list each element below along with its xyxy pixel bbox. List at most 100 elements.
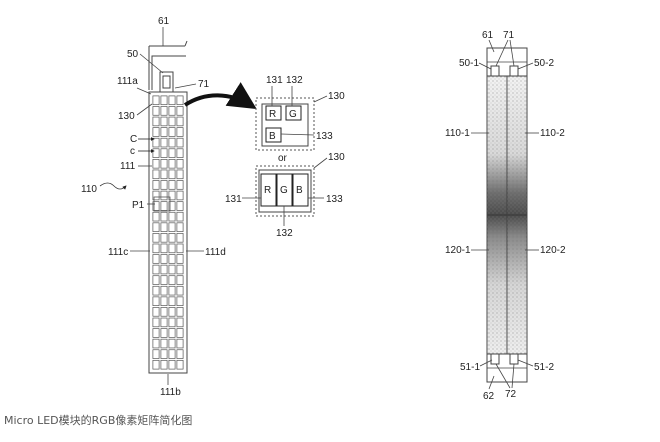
pixel-cell-top — [261, 103, 309, 147]
pixel-cell — [152, 116, 160, 127]
pixel-cell — [160, 243, 168, 254]
label-61-right: 61 — [482, 30, 494, 41]
pixel-cell — [168, 254, 176, 264]
pixel-cell — [176, 328, 184, 338]
connector-61 — [148, 40, 188, 90]
pixel-cell — [176, 127, 184, 137]
pixel-cell — [168, 264, 176, 275]
pixel-cell — [176, 222, 184, 232]
pixel-cell — [176, 264, 184, 275]
label-130: 130 — [118, 111, 135, 122]
pixel-cell — [176, 243, 184, 254]
pixel-cell — [160, 338, 168, 349]
pixel-cell — [152, 349, 160, 359]
pixel-cell — [168, 233, 176, 243]
label-P1: P1 — [132, 200, 145, 211]
pixel-cell — [152, 190, 160, 201]
pixel-cell — [152, 148, 160, 158]
label-120-1: 120-1 — [445, 245, 471, 256]
pixel-cell — [168, 328, 176, 338]
pixel-cell — [152, 169, 160, 180]
connector-body — [151, 55, 186, 90]
pixel-cell — [160, 159, 168, 169]
subpixel-r-bottom — [260, 173, 277, 207]
subpixel-g-bottom-label: G — [280, 185, 288, 196]
pixel-cell — [160, 201, 168, 211]
label-50: 50 — [127, 49, 139, 60]
module-body-111 — [148, 91, 188, 374]
label-111d: 111d — [205, 247, 226, 258]
label-131-bottom: 131 — [225, 194, 242, 205]
label-110-2: 110-2 — [540, 128, 565, 139]
pixel-cell — [168, 285, 176, 296]
label-111c: 111c — [108, 247, 128, 258]
pixel-cell — [160, 211, 168, 222]
pixel-cell — [152, 275, 160, 285]
pixel-cell — [160, 116, 168, 127]
label-61: 61 — [158, 16, 170, 27]
pixel-cell — [176, 296, 184, 306]
pixel-cell — [168, 169, 176, 180]
pixel-cell — [160, 296, 168, 306]
pixel-cell — [168, 190, 176, 201]
pixel-cell — [176, 148, 184, 158]
chip-50 — [159, 71, 174, 93]
pixel-cell — [160, 254, 168, 264]
pixel-cell-bottom — [258, 169, 312, 213]
pixel-cell — [152, 180, 160, 190]
pixel-cell — [160, 180, 168, 190]
pixel-cell — [152, 222, 160, 232]
detail-frame-bottom — [255, 165, 315, 217]
pixel-cell — [160, 317, 168, 328]
pixel-cell — [152, 201, 160, 211]
subpixel-g-top — [285, 105, 302, 121]
pixel-cell — [168, 211, 176, 222]
subpixel-b-bottom-label: B — [296, 185, 303, 196]
pixel-cell — [152, 328, 160, 338]
pixel-cell — [176, 285, 184, 296]
detail-frame-top — [255, 97, 315, 151]
label-111b: 111b — [160, 387, 181, 398]
pixel-cell — [176, 201, 184, 211]
label-130-top: 130 — [328, 91, 345, 102]
pixel-cell — [160, 349, 168, 359]
label-71-right: 71 — [503, 30, 515, 41]
pixel-cell — [176, 211, 184, 222]
pixel-cell — [168, 359, 176, 370]
pixel-cell — [152, 106, 160, 116]
pixel-cell — [152, 127, 160, 137]
pixel-cell — [168, 275, 176, 285]
pixel-p1-highlight — [153, 196, 171, 212]
label-51-2: 51-2 — [534, 362, 554, 373]
label-50-2: 50-2 — [534, 58, 554, 69]
label-133-top: 133 — [316, 131, 333, 142]
pixel-cell — [176, 338, 184, 349]
pixel-cell — [160, 190, 168, 201]
pixel-cell — [160, 95, 168, 106]
pixel-cell — [152, 359, 160, 370]
pixel-cell — [168, 296, 176, 306]
label-c: c — [130, 146, 135, 157]
pixel-cell — [168, 159, 176, 169]
pixel-cell — [176, 169, 184, 180]
pixel-cell — [152, 264, 160, 275]
pixel-cell — [168, 349, 176, 359]
pixel-cell — [168, 338, 176, 349]
label-110-1: 110-1 — [445, 128, 470, 139]
label-C: C — [130, 134, 137, 145]
pixel-cell — [168, 148, 176, 158]
pixel-cell — [152, 338, 160, 349]
pixel-cell — [168, 201, 176, 211]
pixel-cell — [160, 127, 168, 137]
pixel-cell — [176, 359, 184, 370]
pixel-cell — [176, 190, 184, 201]
label-62: 62 — [483, 391, 495, 402]
pixel-cell — [160, 328, 168, 338]
pixel-cell — [160, 233, 168, 243]
pixel-cell — [168, 307, 176, 317]
chip-51-1 — [490, 353, 500, 365]
pixel-cell — [168, 116, 176, 127]
pixel-cell — [160, 169, 168, 180]
pixel-cell — [176, 159, 184, 169]
